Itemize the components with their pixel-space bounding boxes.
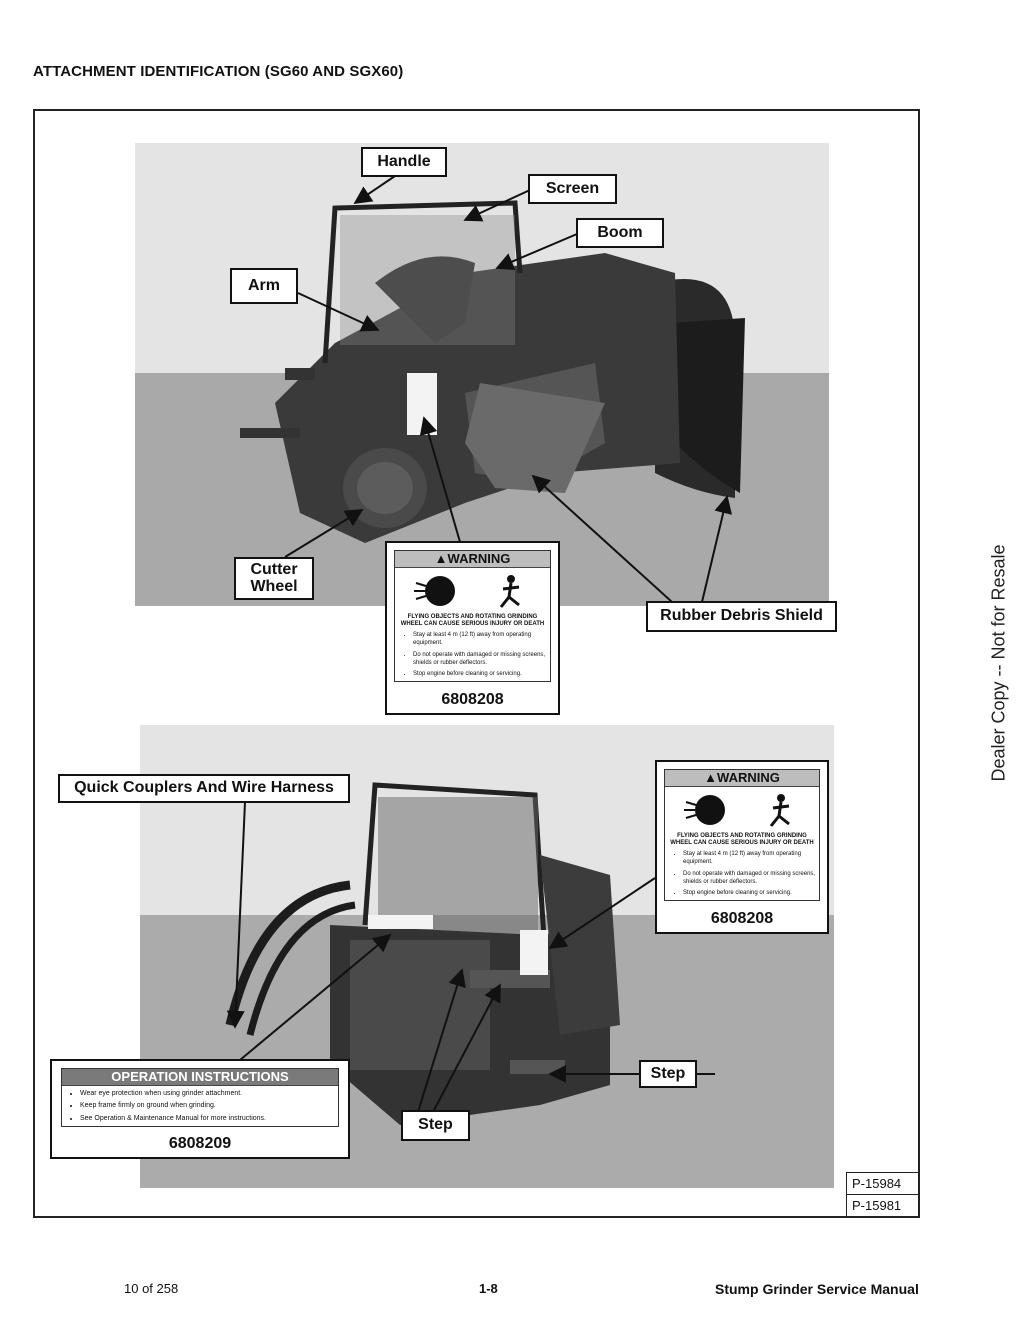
warning-part-number: 6808208: [441, 691, 504, 708]
warning-decal-top: ▲WARNING FLYING OBJECTS AND ROTATING GRI…: [385, 541, 560, 715]
warning-decal-bottom: ▲WARNING FLYING OBJECTS AND ROTATING GRI…: [655, 760, 829, 934]
warning-part-number-2: 6808208: [710, 910, 774, 927]
rubber-debris-shield-label: Rubber Debris Shield: [646, 601, 837, 632]
grinder-photo-side: [135, 143, 829, 606]
footer-page-count: 10 of 258: [124, 1281, 179, 1296]
rotating-wheel-icon: [474, 570, 548, 612]
footer-page-number: 1-8: [479, 1281, 498, 1296]
flying-objects-icon: [667, 789, 741, 831]
arm-label: Arm: [230, 268, 298, 304]
step-label-bottom: Step: [401, 1110, 470, 1141]
operation-instructions-decal: OPERATION INSTRUCTIONS Wear eye protecti…: [50, 1059, 350, 1159]
photo-id-1: P-15984: [847, 1173, 918, 1195]
flying-objects-icon: [397, 570, 471, 612]
quick-couplers-label: Quick Couplers And Wire Harness: [58, 774, 350, 803]
screen-label: Screen: [528, 174, 617, 204]
page-title: ATTACHMENT IDENTIFICATION (SG60 AND SGX6…: [33, 63, 404, 80]
footer-manual-title: Stump Grinder Service Manual: [715, 1281, 919, 1297]
dealer-copy-watermark: Dealer Copy -- Not for Resale: [988, 543, 1009, 782]
step-label-right: Step: [639, 1060, 697, 1088]
operation-header: OPERATION INSTRUCTIONS: [62, 1069, 338, 1086]
operation-part-number: 6808209: [168, 1135, 232, 1152]
photo-id-box: P-15984 P-15981: [846, 1172, 918, 1216]
warning-header-2: ▲WARNING: [665, 770, 819, 787]
boom-label: Boom: [576, 218, 664, 248]
handle-label: Handle: [361, 147, 447, 177]
rotating-wheel-icon: [744, 789, 818, 831]
warning-header: ▲WARNING: [395, 551, 550, 568]
cutter-wheel-label: Cutter Wheel: [234, 557, 314, 600]
photo-id-2: P-15981: [852, 1198, 902, 1213]
figure-frame: [33, 109, 920, 1218]
